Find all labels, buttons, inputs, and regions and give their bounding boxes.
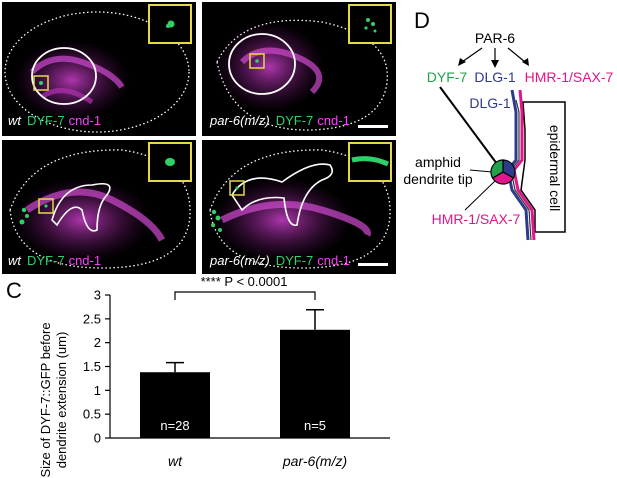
scale-bar-a <box>358 125 388 128</box>
bar <box>140 372 210 438</box>
y-axis-label-line1: Size of DYF-7::GFP before <box>38 322 53 477</box>
micrograph-a-par6-image <box>215 19 388 131</box>
genotype-label: par-6(m/z) <box>210 113 270 128</box>
y-tick-label: 3 <box>94 288 101 303</box>
hmr1-label: HMR-1/SAX-7 <box>525 69 614 85</box>
y-tick-label: 1 <box>94 383 101 398</box>
diagram: PAR-6 DYF-7 DLG-1 HMR-1/SAX-7 epidermal … <box>403 30 614 241</box>
arrows <box>461 47 526 63</box>
inset-a-wt <box>148 4 192 44</box>
amphid-pointer <box>469 169 493 173</box>
panel-letter-d: D <box>414 8 430 33</box>
dyf7-label: DYF-7 <box>427 69 468 85</box>
dlg1-inner-label: DLG-1 <box>469 95 510 111</box>
green-channel-label: DYF-7 <box>27 113 65 128</box>
y-axis-label-line2: dendrite extension (um) <box>54 332 69 469</box>
magenta-channel-label: cnd-1 <box>317 113 350 128</box>
green-channel-label: DYF-7 <box>275 253 314 268</box>
y-tick-label: 2 <box>94 335 101 350</box>
amphid-label-2: dendrite tip <box>403 171 472 187</box>
hmr1-pointer <box>464 179 497 211</box>
amphid-label-1: amphid <box>415 154 461 170</box>
genotype-label: wt <box>8 253 21 268</box>
magenta-channel-label: cnd-1 <box>68 113 102 128</box>
scale-bar-b <box>358 263 388 266</box>
micrograph-b-par6-image <box>209 149 391 269</box>
dendrite-line <box>439 86 501 169</box>
hmr1-bottom-label: HMR-1/SAX-7 <box>432 211 521 227</box>
epidermal-cell-outline <box>520 101 566 233</box>
bar-chart: 0 0.5 1 1.5 2 2.5 3 n=28 wt n=5 par-6(m/z) Size of… <box>38 274 390 478</box>
inset-a-par6 <box>348 4 392 44</box>
bar-count-label: n=28 <box>160 418 189 433</box>
y-tick-label: 1.5 <box>83 359 101 374</box>
y-tick-label: 0 <box>94 431 101 446</box>
bar-count-label: n=5 <box>304 418 326 433</box>
green-channel-label: DYF-7 <box>27 253 65 268</box>
arrowheads <box>458 58 529 68</box>
significance-label: **** P < 0.0001 <box>201 274 288 289</box>
magenta-channel-label: cnd-1 <box>317 253 350 268</box>
inset-b-wt <box>148 142 192 182</box>
epidermal-cell-label: epidermal cell <box>547 125 563 211</box>
inset-b-par6 <box>348 142 392 182</box>
dlg1-label: DLG-1 <box>474 69 515 85</box>
micrograph-b-wt-image <box>9 149 191 269</box>
bar <box>280 329 350 438</box>
genotype-label: wt <box>8 113 21 128</box>
y-tick-label: 0.5 <box>83 407 101 422</box>
genotype-label: par-6(m/z) <box>210 253 270 268</box>
magenta-channel-label: cnd-1 <box>68 253 102 268</box>
micrograph-a-wt-image <box>4 11 190 133</box>
green-channel-label: DYF-7 <box>275 113 314 128</box>
y-tick-label: 2.5 <box>83 311 101 326</box>
chart-axes: 0 0.5 1 1.5 2 2.5 3 n=28 wt n=5 par-6(m/z) <box>83 288 390 469</box>
x-category-label: wt <box>168 453 183 469</box>
x-category-label: par-6(m/z) <box>282 453 347 469</box>
dendrite-tip-pie <box>490 159 516 185</box>
significance-bracket <box>174 291 316 300</box>
panel-letter-c: C <box>6 278 22 303</box>
par6-label: PAR-6 <box>475 30 515 46</box>
